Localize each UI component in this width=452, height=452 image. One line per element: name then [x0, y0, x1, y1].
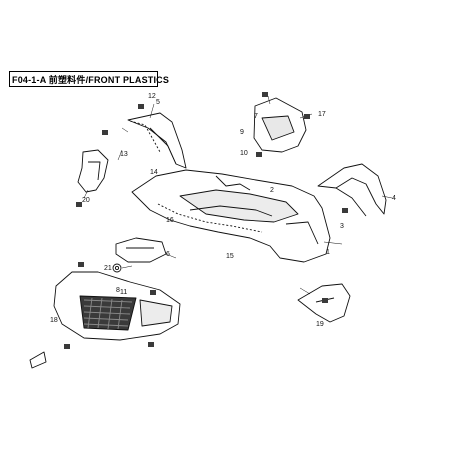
callout-8: 8 [116, 287, 120, 294]
callout-labels: 1 2 3 4 5 6 7 8 9 10 11 12 13 14 15 16 1… [50, 93, 396, 328]
callout-12: 12 [148, 93, 156, 100]
callout-1: 1 [326, 249, 330, 256]
callout-11: 11 [120, 289, 127, 296]
callout-14: 14 [150, 169, 158, 176]
callout-21: 21 [104, 265, 112, 272]
callout-6: 6 [166, 251, 170, 258]
callout-9: 9 [240, 129, 244, 136]
headlight-cover-part [253, 97, 307, 153]
callout-18: 18 [50, 317, 58, 324]
callout-10: 10 [240, 150, 248, 157]
front-bumper-grille-part [53, 271, 181, 341]
callout-17: 17 [318, 111, 326, 118]
bolts [64, 92, 348, 349]
callout-20: 20 [82, 197, 90, 204]
callout-3: 3 [340, 223, 344, 230]
front-body-main-part [131, 169, 331, 263]
left-bracket-part [77, 149, 109, 193]
left-fender-panel [127, 112, 187, 169]
diagram-title: F04-1-A 前塑料件/FRONT PLASTICS [12, 75, 170, 85]
rubber-grommet-part [112, 263, 122, 273]
callout-19: 19 [316, 321, 324, 328]
callout-5: 5 [156, 99, 160, 106]
handlebar-cover-part [115, 237, 167, 263]
right-fender-panel [317, 163, 387, 217]
callout-15: 15 [226, 253, 234, 260]
exploded-parts-diagram: 1 2 3 4 5 6 7 8 9 10 11 12 13 14 15 16 1… [29, 92, 396, 369]
callout-4: 4 [392, 195, 396, 202]
title-box [9, 71, 158, 87]
front-direction-arrow-icon [29, 351, 47, 369]
callout-7: 7 [254, 113, 258, 120]
callout-2: 2 [270, 187, 274, 194]
callout-13: 13 [120, 151, 128, 158]
callout-16: 16 [166, 217, 174, 224]
